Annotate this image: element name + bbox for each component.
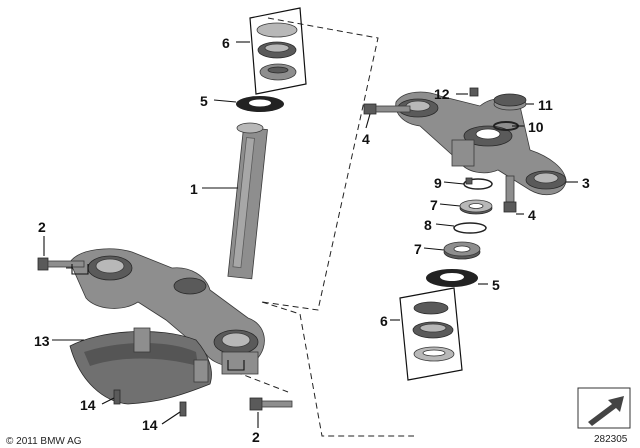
callout-10: 10 [528, 119, 544, 135]
callout-5-left: 5 [200, 93, 208, 109]
callout-13: 13 [34, 333, 50, 349]
leader-lines [43, 41, 578, 428]
sealing-ring-right [426, 269, 478, 287]
callout-7-upper: 7 [430, 197, 438, 213]
callout-6-left: 6 [222, 35, 230, 51]
screw-right-side [503, 175, 517, 213]
fork-cover [69, 327, 212, 405]
callout-12: 12 [434, 86, 450, 102]
orientation-icon [577, 387, 631, 429]
callout-4-right: 4 [528, 207, 536, 223]
steering-stem [227, 122, 268, 280]
callout-2-upper: 2 [38, 219, 46, 235]
upper-fork-bridge [395, 91, 567, 196]
clamp-bracket-lower [227, 360, 245, 371]
callout-8: 8 [424, 217, 432, 233]
cap-11 [493, 93, 527, 111]
copyright-text: © 2011 BMW AG [6, 436, 82, 447]
screw-left-lower [249, 397, 293, 411]
washer-8 [453, 222, 487, 234]
nut-7-lower [443, 241, 481, 260]
callout-14-left: 14 [80, 397, 96, 413]
callout-numbers: 6 5 1 2 13 14 14 2 12 11 10 4 3 9 4 7 8 … [34, 35, 590, 445]
callout-7-lower: 7 [414, 241, 422, 257]
callout-14-right: 14 [142, 417, 158, 433]
callout-2-lower: 2 [252, 429, 260, 445]
screw-cover-right [179, 401, 187, 417]
diagram-number: 282305 [594, 434, 628, 445]
screw-left-upper [37, 257, 85, 271]
pin-12 [469, 87, 479, 97]
upper-bearing-set-box [249, 7, 307, 95]
callout-1: 1 [190, 181, 198, 197]
ring-9 [463, 177, 493, 190]
callout-11: 11 [538, 97, 553, 113]
lower-fork-bridge [69, 248, 265, 375]
callout-9: 9 [434, 175, 442, 191]
callout-4-top: 4 [362, 131, 370, 147]
sealing-ring-left [236, 96, 284, 112]
clamp-bracket-upper [71, 264, 89, 275]
screw-cover-left [113, 389, 121, 405]
lower-bearing-set-box [399, 287, 463, 381]
nut-7-upper [459, 199, 493, 215]
callout-5-right: 5 [492, 277, 500, 293]
callout-3: 3 [582, 175, 590, 191]
callout-6-right: 6 [380, 313, 388, 329]
